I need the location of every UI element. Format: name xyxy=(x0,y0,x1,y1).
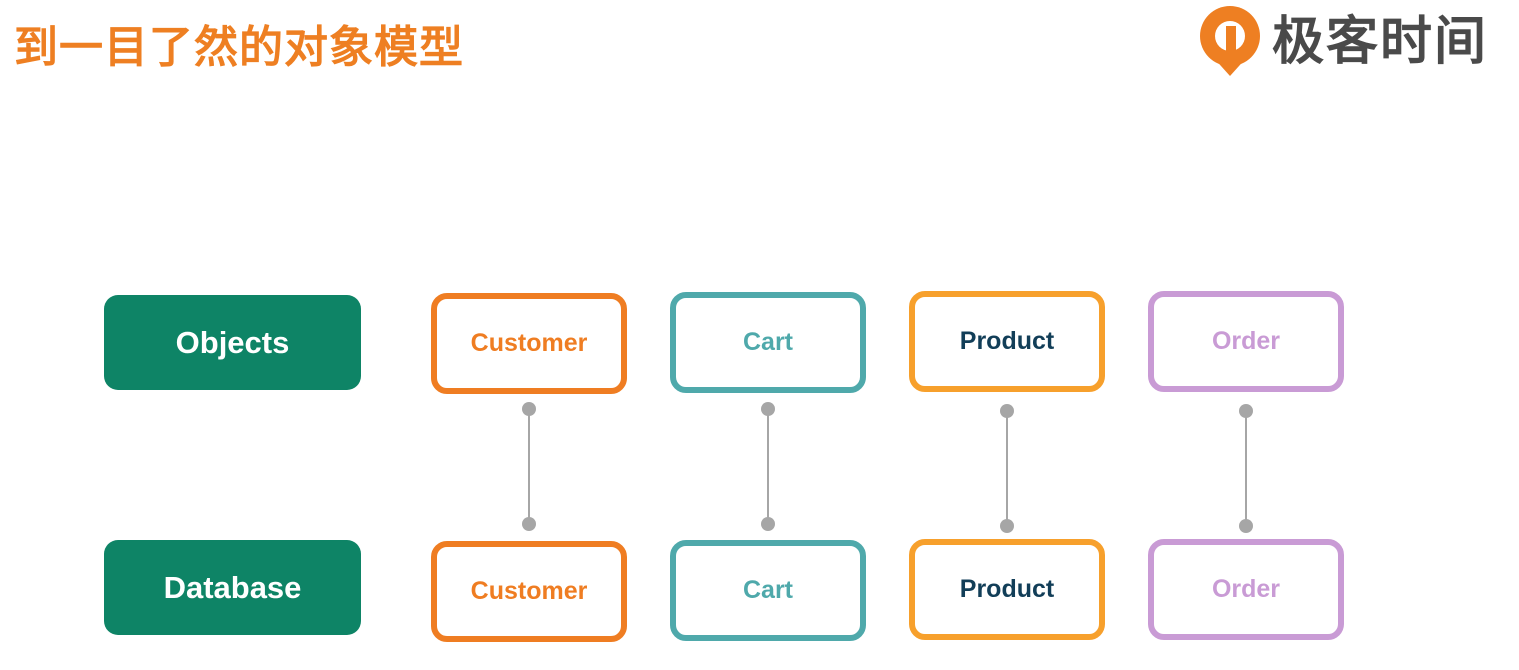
connector-line xyxy=(767,409,769,524)
connector-line xyxy=(1006,411,1008,526)
object-cart-label: Cart xyxy=(742,328,793,356)
page-title: 到一目了然的对象模型 xyxy=(14,22,464,73)
connector-dot xyxy=(1000,519,1014,533)
object-order-box: Order xyxy=(1148,291,1344,392)
connector-cart xyxy=(761,402,775,531)
brand-name: 极客时间 xyxy=(1272,12,1489,72)
connector-product xyxy=(1000,404,1014,533)
database-cart-label: Cart xyxy=(742,576,793,604)
connector-dot xyxy=(1239,519,1253,533)
connector-dot xyxy=(522,517,536,531)
database-order-box: Order xyxy=(1148,539,1344,640)
object-customer-label: Customer xyxy=(470,329,588,357)
connector-order xyxy=(1239,404,1253,533)
connector-dot xyxy=(761,517,775,531)
geektime-logo-icon xyxy=(1200,6,1260,76)
brand: 极客时间 xyxy=(1196,2,1488,82)
database-row-label: Database xyxy=(104,540,361,635)
connector-customer xyxy=(522,402,536,531)
database-cart-box: Cart xyxy=(670,540,866,641)
object-order-label: Order xyxy=(1211,327,1281,355)
database-product-box: Product xyxy=(909,539,1105,640)
connector-line xyxy=(1245,411,1247,526)
database-customer-label: Customer xyxy=(470,577,588,605)
object-customer-box: Customer xyxy=(431,293,627,394)
object-product-box: Product xyxy=(909,291,1105,392)
database-customer-box: Customer xyxy=(431,541,627,642)
database-product-label: Product xyxy=(959,575,1055,603)
connector-line xyxy=(528,409,530,524)
database-order-label: Order xyxy=(1211,575,1281,603)
object-cart-box: Cart xyxy=(670,292,866,393)
object-product-label: Product xyxy=(959,327,1055,355)
objects-row-label: Objects xyxy=(104,295,361,390)
